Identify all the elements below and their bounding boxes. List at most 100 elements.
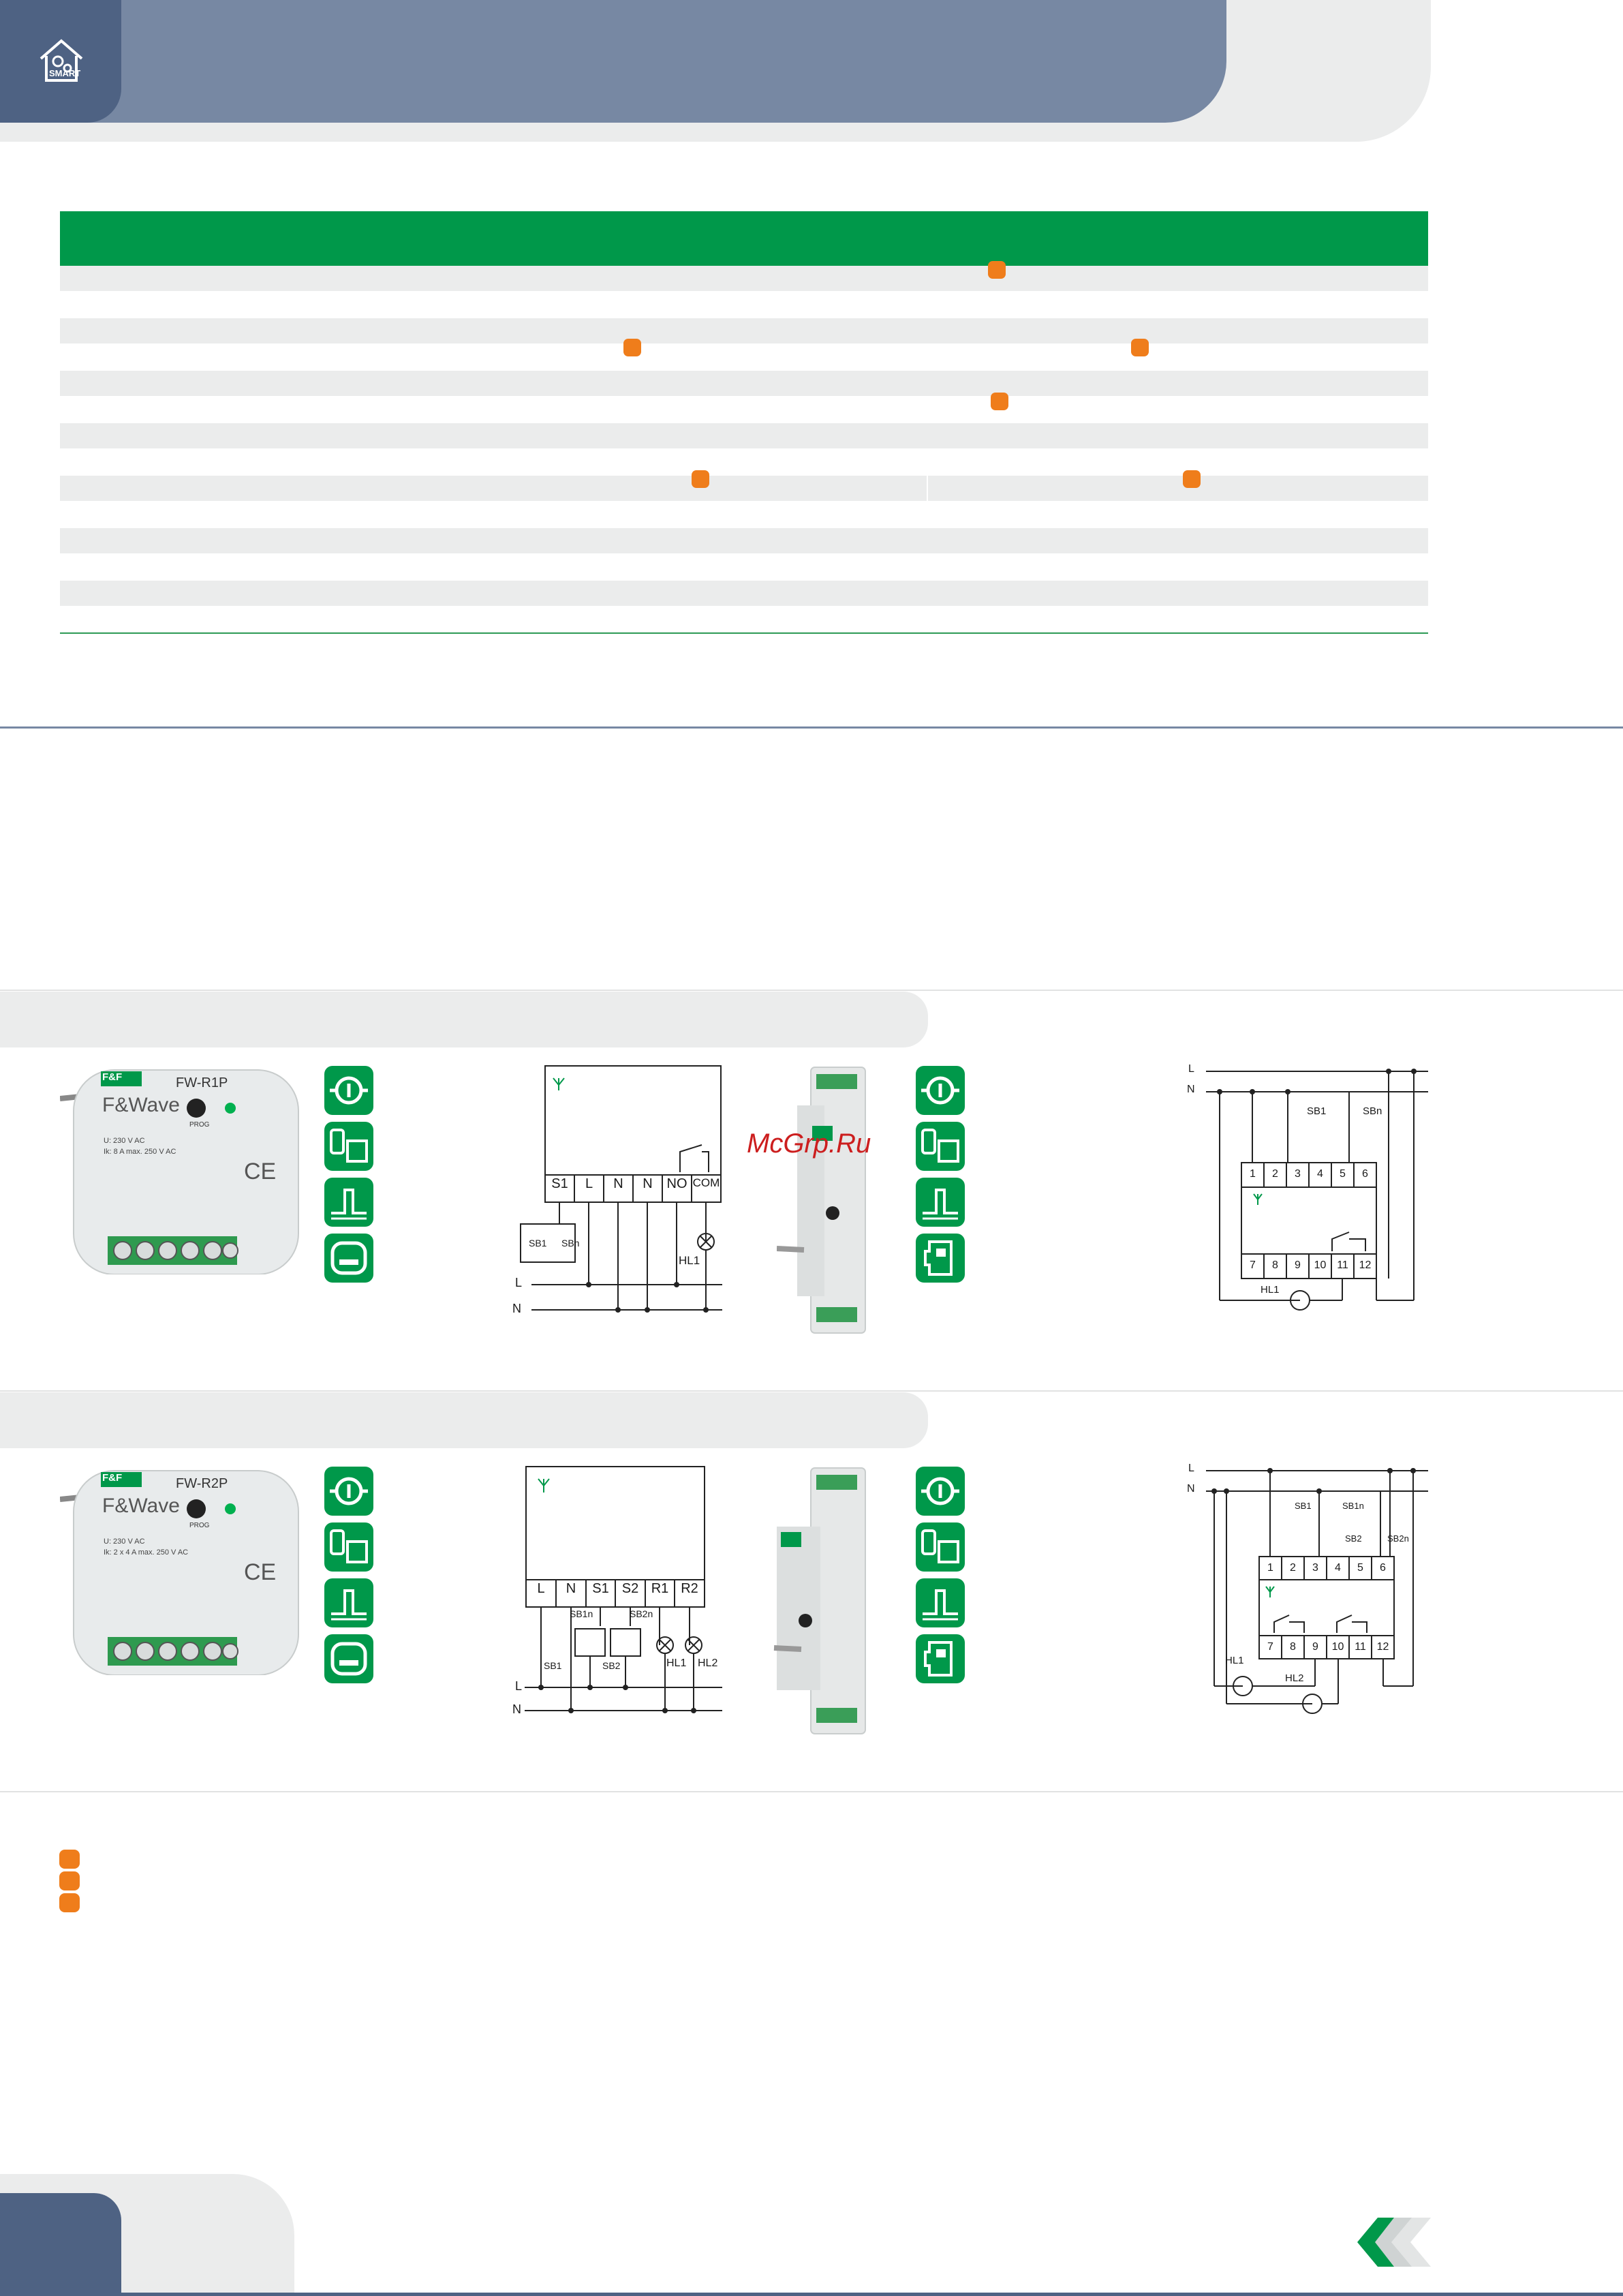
table-row (60, 371, 1428, 396)
terminal-label: N (566, 1581, 576, 1596)
table-header (60, 211, 1428, 266)
header-logo-tab (0, 0, 121, 123)
din-rail-mount-icon (916, 1234, 965, 1283)
table-row (60, 581, 1428, 606)
impulse-signal-icon (916, 1178, 965, 1227)
footnote-marker (623, 339, 641, 356)
product-title-band (0, 1392, 928, 1448)
lamp-label: HL1 (1261, 1284, 1280, 1296)
section-divider (0, 726, 1623, 729)
switch-label: SB1 (1295, 1501, 1312, 1511)
switch-label: SB1 (544, 1660, 562, 1671)
terminal-label: 1 (1250, 1168, 1256, 1180)
din-terminals-top: 1 2 3 4 5 6 (1259, 1562, 1394, 1574)
section-rule (0, 1791, 1623, 1792)
brand-name: F&Wave (102, 1495, 180, 1517)
legend-marker (59, 1850, 80, 1869)
footnote-marker (988, 261, 1006, 279)
din-rail-mount-icon (916, 1634, 965, 1683)
section-rule (0, 990, 1623, 991)
chevron-back-icon[interactable] (1357, 2218, 1431, 2267)
section-rule (0, 1390, 1623, 1392)
impulse-signal-icon (916, 1578, 965, 1627)
legend-marker (59, 1893, 80, 1912)
product-photo-din-fw-r2p (767, 1465, 890, 1738)
brand-name: F&Wave (102, 1094, 180, 1116)
terminal-label: 12 (1376, 1641, 1389, 1653)
remote-control-icon (324, 1522, 373, 1572)
product-title-band (0, 992, 928, 1047)
table-row (60, 476, 1428, 501)
terminal-label: 2 (1290, 1562, 1296, 1574)
watermark: McGrp.Ru (747, 1129, 871, 1159)
logo-label: SMART (49, 68, 81, 78)
bus-label-n: N (1187, 1084, 1195, 1095)
terminal-strip: S1 L N N NO COM (545, 1176, 721, 1192)
terminal-label: 7 (1250, 1259, 1256, 1271)
table-row (60, 423, 1428, 448)
terminal-label: S2 (621, 1581, 639, 1596)
din-terminals-top: 1 2 3 4 5 6 (1241, 1168, 1376, 1180)
bus-label-l: L (515, 1679, 523, 1693)
spec-line: U: 230 V AC (104, 1537, 145, 1546)
flush-box-mount-icon (324, 1234, 373, 1283)
prog-label: PROG (189, 1522, 210, 1529)
switch-label: SB1 (529, 1238, 547, 1249)
terminal-label: 11 (1337, 1259, 1348, 1271)
terminal-label: 8 (1272, 1259, 1278, 1271)
lamp-label: HL1 (679, 1254, 700, 1267)
terminal-label: 3 (1295, 1168, 1301, 1180)
header-banner (0, 0, 1226, 123)
table-row (60, 528, 1428, 553)
footnote-marker (1183, 470, 1201, 488)
footnote-marker (991, 393, 1008, 410)
terminal-label: COM (692, 1176, 720, 1189)
on-off-icon (324, 1066, 373, 1115)
svg-text:CE: CE (244, 1159, 276, 1184)
terminal-label: R2 (681, 1581, 698, 1596)
terminal-strip: L N S1 S2 R1 R2 (526, 1581, 705, 1597)
prog-label: PROG (189, 1121, 210, 1129)
spec-line: Ik: 8 A max. 250 V AC (104, 1148, 176, 1156)
terminal-label: 6 (1362, 1168, 1368, 1180)
bus-label-l: L (515, 1276, 523, 1289)
switch-label: SB1 (1307, 1105, 1327, 1117)
legend-marker (59, 1871, 80, 1891)
lamp-label: HL2 (698, 1657, 718, 1669)
din-terminals-bottom: 7 8 9 10 11 12 (1259, 1641, 1394, 1653)
terminal-label: 5 (1357, 1562, 1363, 1574)
table-row (60, 266, 1428, 291)
terminal-label: 1 (1267, 1562, 1273, 1574)
terminal-label: 2 (1272, 1168, 1278, 1180)
on-off-icon (916, 1467, 965, 1516)
bus-label-n: N (512, 1702, 521, 1716)
terminal-label: 5 (1340, 1168, 1346, 1180)
brand-logo: F&F (102, 1472, 123, 1484)
model-label: FW-R1P (176, 1075, 228, 1090)
product-photo-fw-r2p: CE F&F FW-R2P F&Wave PROG U: 230 V AC Ik… (59, 1464, 305, 1676)
terminal-label: S1 (551, 1176, 568, 1191)
footnote-marker (692, 470, 709, 488)
terminal-label: 9 (1295, 1259, 1301, 1271)
product-photo-fw-r1p: CE F&F FW-R1P F&Wave PROG U: 230 V AC Ik… (59, 1063, 305, 1275)
on-off-icon (324, 1467, 373, 1516)
footer-page-tab (0, 2193, 121, 2296)
remote-control-icon (916, 1122, 965, 1171)
table-row (60, 318, 1428, 343)
spec-line: U: 230 V AC (104, 1137, 145, 1145)
terminal-label: L (537, 1581, 545, 1596)
din-wiring-diagram-fw-r2p: L N SB1 SB1n SB2 SB2n 1 2 3 4 5 6 7 8 9 … (1186, 1461, 1431, 1734)
footnote-marker (1131, 339, 1149, 356)
bus-label-l: L (1188, 1063, 1194, 1075)
bus-label-n: N (1187, 1483, 1195, 1495)
terminal-label: 12 (1359, 1259, 1372, 1271)
lamp-label: HL1 (1225, 1655, 1244, 1666)
terminal-label: 3 (1312, 1562, 1318, 1574)
spec-line: Ik: 2 x 4 A max. 250 V AC (104, 1548, 189, 1557)
wiring-diagram-fw-r2p: L N S1 S2 R1 R2 L N SB1n SB2n SB1 SB2 HL… (504, 1463, 729, 1728)
on-off-icon (916, 1066, 965, 1115)
switch-label: SB2 (1345, 1533, 1362, 1544)
lamp-label: HL2 (1285, 1672, 1304, 1684)
flush-box-mount-icon (324, 1634, 373, 1683)
bus-label-n: N (512, 1302, 521, 1315)
